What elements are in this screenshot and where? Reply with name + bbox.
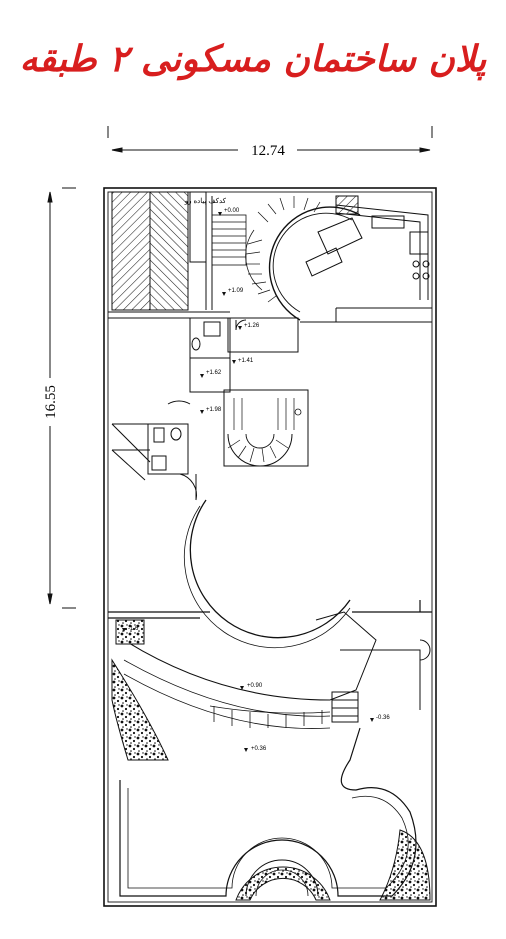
level-3: +1.41: [238, 358, 254, 364]
level-markers: [122, 212, 374, 752]
entrance-stairs: [211, 214, 247, 266]
level-kitchen: +0.00: [224, 208, 240, 214]
central-spiral-stair: [223, 389, 309, 467]
plan-title: پلان ساختمان مسکونی ۲ طبقه: [0, 38, 506, 80]
gravel-planter-right: [235, 829, 431, 901]
hatched-wall-block: [111, 191, 207, 311]
level-1: +1.09: [228, 288, 244, 294]
level-yard-3: -0.36: [376, 715, 390, 721]
spiral-stair-tower: [245, 196, 361, 321]
plan-title-text: پلان ساختمان مسکونی ۲ طبقه: [19, 38, 487, 80]
outer-walls: [103, 187, 437, 907]
level-small: -1.6: [128, 626, 139, 632]
sidewalk-level-note: کدکف پیاده رو: [184, 197, 227, 205]
level-2: +1.26: [244, 323, 260, 329]
level-5: +1.98: [206, 407, 222, 413]
level-yard-1: +0.90: [247, 683, 263, 689]
left-rooms: [111, 400, 197, 501]
height-dimension-label: 16.55: [43, 385, 59, 419]
bathroom-block: [189, 317, 299, 393]
yard-right-structure: [315, 611, 431, 723]
living-hall-arc: [183, 499, 351, 649]
level-yard-2: +0.36: [251, 746, 267, 752]
level-4: +1.62: [206, 370, 222, 376]
gravel-planter-left: [111, 619, 169, 761]
yard-curved-stairs: [123, 639, 331, 729]
ground-floor-line: [108, 600, 432, 619]
width-dimension-label: 12.74: [251, 143, 285, 159]
height-dimension: [47, 187, 76, 609]
kitchen-counter: [305, 195, 430, 300]
width-dimension: [107, 126, 433, 153]
yard-curved-wall: [119, 727, 417, 897]
